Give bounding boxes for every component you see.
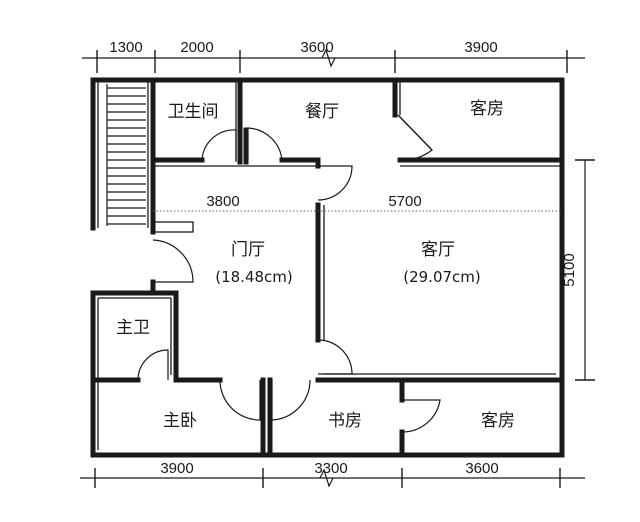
room-living: 客厅	[421, 240, 455, 260]
room-study: 书房	[328, 411, 362, 431]
dim-inner-right: 5700	[388, 193, 421, 210]
room-foyer: 门厅	[231, 240, 265, 260]
bottom-dimension-line: 3900 3300 3600	[80, 460, 585, 488]
dim-bottom-1: 3900	[160, 460, 193, 477]
staircase	[106, 84, 146, 226]
dim-right: 5100	[561, 253, 578, 286]
dim-top-3: 3600	[300, 39, 333, 56]
dim-top-2: 2000	[180, 39, 213, 56]
room-guest-top: 客房	[470, 99, 504, 119]
room-living-area: (29.07cm)	[403, 268, 481, 286]
walls	[90, 77, 565, 458]
dim-bottom-2: 3300	[314, 460, 347, 477]
right-dimension-line: 5100	[561, 159, 595, 381]
dim-inner-left: 3800	[206, 193, 239, 210]
doors	[137, 114, 441, 433]
room-dining: 餐厅	[305, 102, 339, 122]
dim-top-4: 3900	[464, 39, 497, 56]
dim-top-1: 1300	[109, 39, 142, 56]
top-dimension-line: 1300 2000 3600 3900	[82, 39, 585, 73]
room-bathroom: 卫生间	[168, 102, 219, 122]
thin-lines	[90, 80, 565, 458]
room-foyer-area: (18.48cm)	[215, 268, 293, 286]
room-master-bed: 主卧	[163, 411, 197, 431]
room-master-bath: 主卫	[116, 318, 150, 338]
room-guest-bottom: 客房	[481, 411, 515, 431]
dim-bottom-3: 3600	[465, 460, 498, 477]
